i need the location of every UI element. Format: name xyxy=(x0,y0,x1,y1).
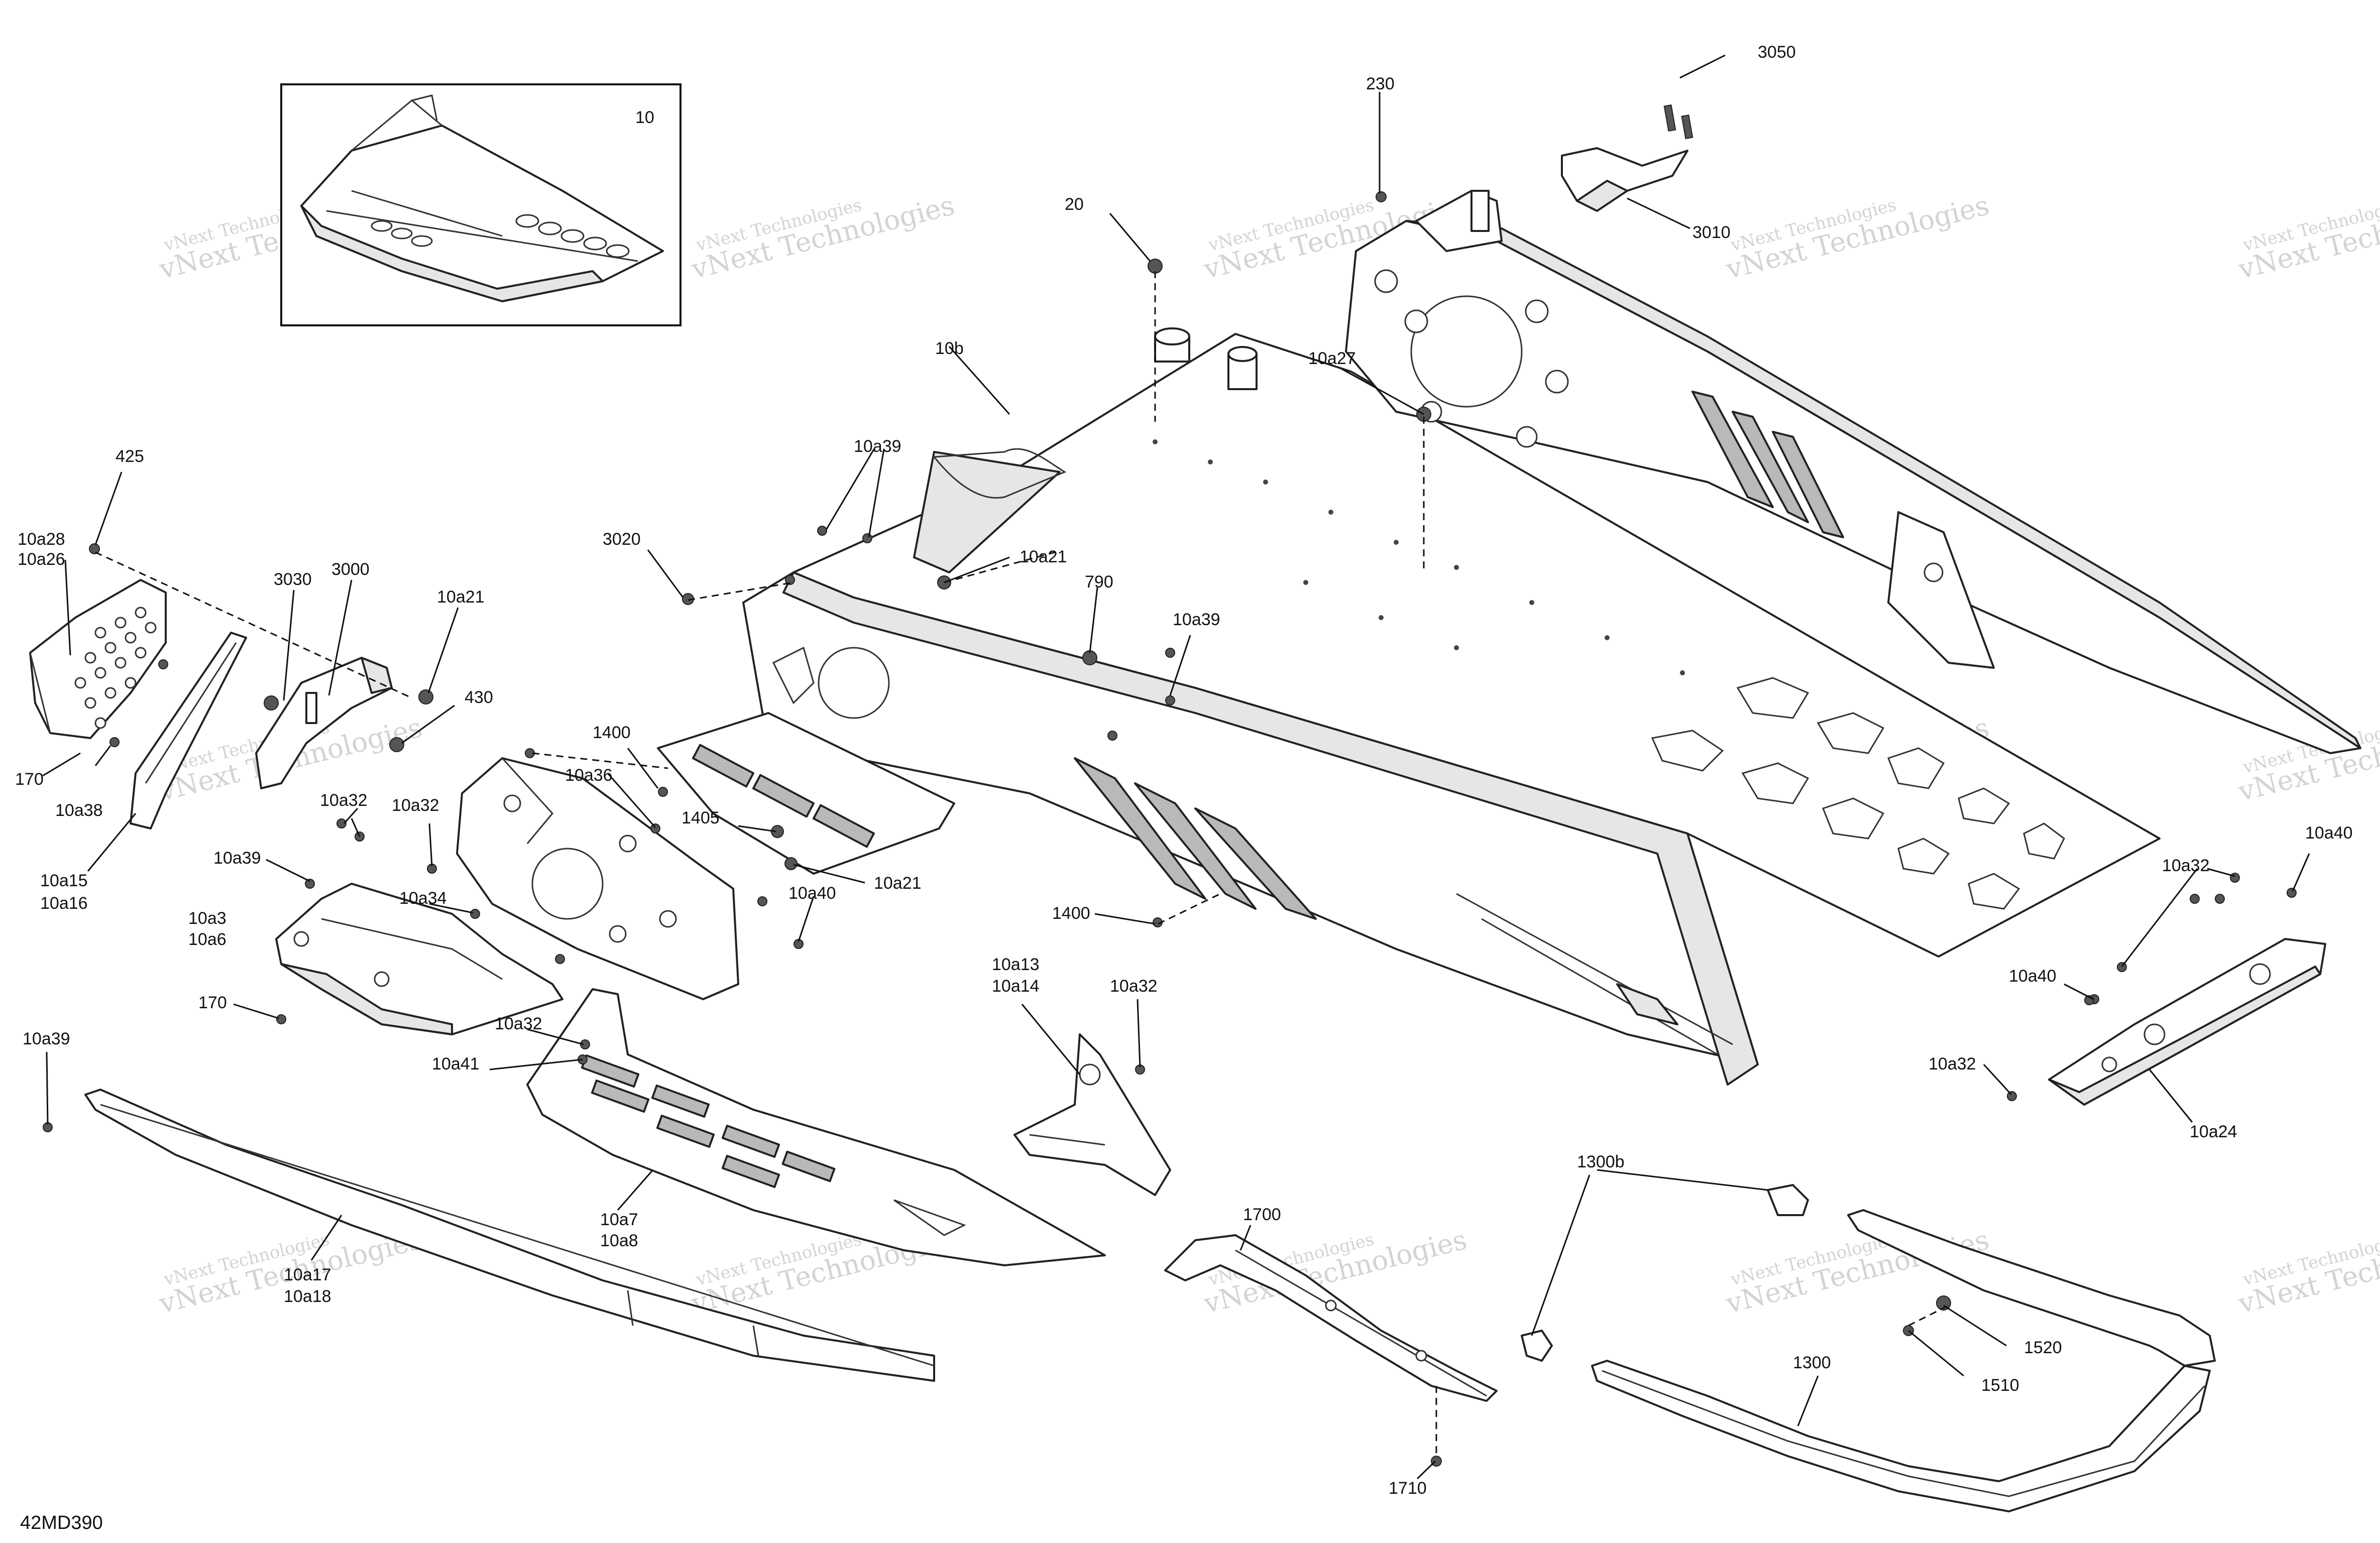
inset-slots xyxy=(371,214,630,258)
callout-10a26: 10a26 xyxy=(18,550,65,569)
callout-labels: 10 10a27 10b 20 230 3050 3010 425 10a28 … xyxy=(15,43,2353,1498)
callout-430: 430 xyxy=(465,688,493,707)
callout-10a6: 10a6 xyxy=(188,930,226,949)
callout-10a32: 10a32 xyxy=(1110,977,1158,996)
callout-10a39: 10a39 xyxy=(854,437,901,456)
gusset-10a13 xyxy=(1013,1033,1171,1196)
callout-10a32: 10a32 xyxy=(392,796,439,815)
callout-1710: 1710 xyxy=(1389,1479,1427,1498)
callout-1700: 1700 xyxy=(1243,1205,1281,1224)
callout-170: 170 xyxy=(198,993,227,1012)
callout-10a32: 10a32 xyxy=(495,1014,542,1033)
callout-10a39: 10a39 xyxy=(213,849,261,868)
callout-3050: 3050 xyxy=(1758,43,1796,62)
callout-790: 790 xyxy=(1085,572,1113,591)
assembly-centerlines xyxy=(95,271,1949,1456)
callout-10a7: 10a7 xyxy=(600,1210,638,1229)
callout-10a34: 10a34 xyxy=(399,889,447,908)
watermark: vNext Technologies vNext Technologies xyxy=(2235,1224,2380,1320)
callout-3020: 3020 xyxy=(603,530,641,549)
front-clip-10a3 xyxy=(275,883,563,1035)
callout-10b: 10b xyxy=(935,339,964,358)
callout-10a8: 10a8 xyxy=(600,1231,638,1250)
callout-10a41: 10a41 xyxy=(432,1054,480,1074)
callout-10a17: 10a17 xyxy=(284,1265,331,1284)
callout-10a39: 10a39 xyxy=(23,1029,70,1048)
callout-1400: 1400 xyxy=(593,723,631,742)
callout-10a28: 10a28 xyxy=(18,530,65,549)
callout-10a21: 10a21 xyxy=(1019,547,1067,566)
callout-10a40: 10a40 xyxy=(2009,967,2057,986)
callout-1300: 1300 xyxy=(1793,1353,1831,1372)
callout-10a3: 10a3 xyxy=(188,909,226,928)
callout-10a18: 10a18 xyxy=(284,1287,331,1306)
callout-10a15: 10a15 xyxy=(40,871,88,890)
callout-10a36: 10a36 xyxy=(565,766,613,785)
rear-side-panel xyxy=(1345,190,2361,754)
lower-panel-slots xyxy=(581,1054,836,1189)
strut-10a15 xyxy=(130,632,247,829)
watermark: vNext Technologies vNext Technologies xyxy=(2235,189,2380,285)
callout-10a32: 10a32 xyxy=(2162,856,2210,875)
callout-10a40: 10a40 xyxy=(2305,823,2353,843)
callout-10a16: 10a16 xyxy=(40,894,88,913)
callout-1510: 1510 xyxy=(1981,1376,2019,1395)
fasteners xyxy=(43,259,2297,1132)
left-bracket-10a28 xyxy=(29,543,167,739)
callout-10a39: 10a39 xyxy=(1173,610,1220,629)
callout-20: 20 xyxy=(1065,195,1084,214)
watermark: vNext Technologies vNext Technologies xyxy=(688,189,958,285)
arm-3000 xyxy=(255,657,433,789)
lower-panel-10a7 xyxy=(526,988,1106,1266)
rear-support-10a24 xyxy=(2048,938,2326,1106)
callout-10a24: 10a24 xyxy=(2190,1122,2237,1141)
leader-lines xyxy=(42,54,2310,1480)
drawing-code: 42MD390 xyxy=(20,1512,103,1533)
callout-10a21: 10a21 xyxy=(874,874,922,893)
callout-3000: 3000 xyxy=(331,560,370,579)
callout-10a40: 10a40 xyxy=(788,884,836,903)
callout-425: 425 xyxy=(116,447,144,466)
watermark: vNext Technologies vNext Technologies xyxy=(1723,189,1992,285)
callout-3010: 3010 xyxy=(1692,223,1731,242)
callout-10a21: 10a21 xyxy=(437,587,485,607)
skid-10a17 xyxy=(84,1089,935,1382)
callout-10a32: 10a32 xyxy=(320,791,368,810)
callout-1520: 1520 xyxy=(2024,1338,2062,1357)
callout-1400: 1400 xyxy=(1052,904,1090,923)
rear-bumper-1300 xyxy=(1591,1209,2216,1512)
callout-10a14: 10a14 xyxy=(992,977,1040,996)
callout-10a27: 10a27 xyxy=(1308,349,1356,368)
tunnel-cooler-slots xyxy=(1651,677,2065,910)
callout-10: 10 xyxy=(635,108,654,127)
callout-10a13: 10a13 xyxy=(992,955,1040,974)
front-bulkhead-panel xyxy=(456,757,739,1000)
runner-1700 xyxy=(1164,1234,1498,1402)
tunnel-rivets xyxy=(1153,439,1685,675)
front-slotted-panel xyxy=(657,712,955,875)
callout-230: 230 xyxy=(1366,74,1395,93)
callout-10a38: 10a38 xyxy=(55,801,103,820)
inset-assembly-view xyxy=(280,83,682,326)
bracket-mesh xyxy=(74,607,157,729)
callout-1300b: 1300b xyxy=(1577,1152,1625,1171)
tunnel-10b xyxy=(742,327,2161,1086)
callout-3030: 3030 xyxy=(274,570,312,589)
bracket-3010 xyxy=(1376,104,1693,212)
callout-10a32: 10a32 xyxy=(1929,1054,1976,1074)
callout-170: 170 xyxy=(15,770,44,789)
callout-1405: 1405 xyxy=(682,808,720,827)
